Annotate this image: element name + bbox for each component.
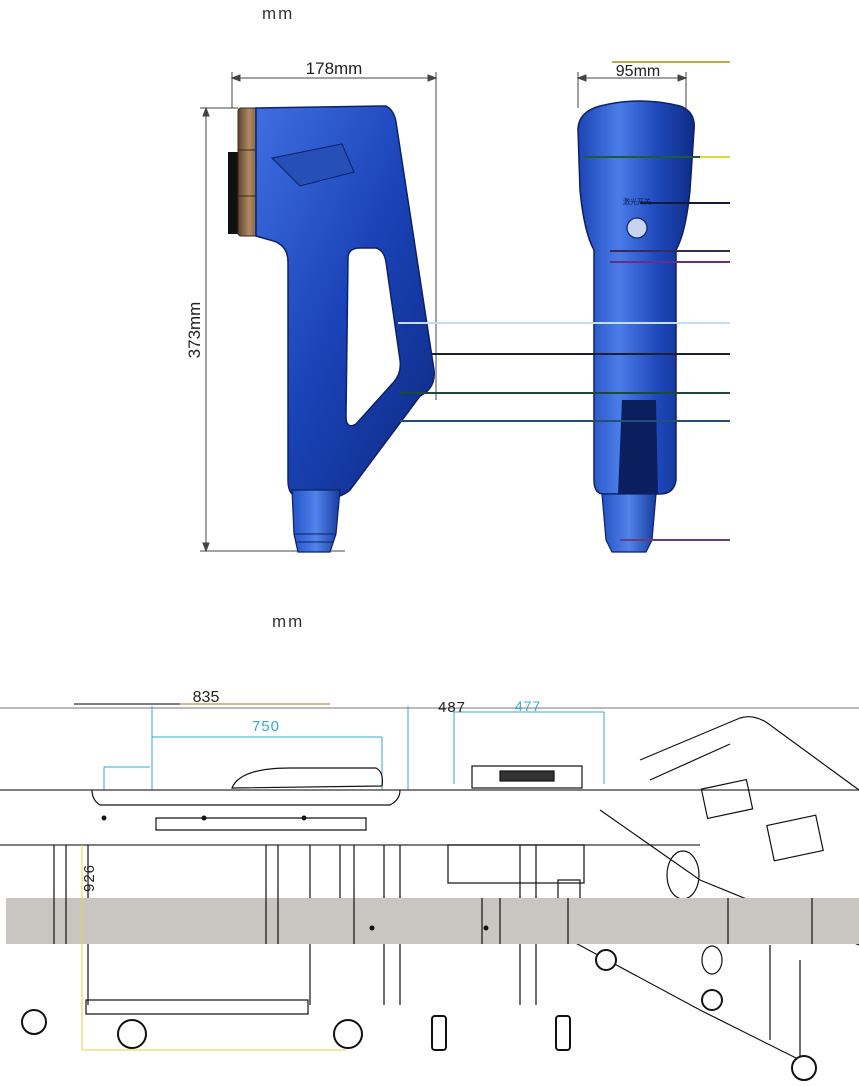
height-dimension-label: 373mm <box>185 302 204 359</box>
cart-drawing <box>0 703 859 1061</box>
front-dark-panel <box>618 400 658 494</box>
cart-overall-width-label: 487 <box>438 699 466 716</box>
depth-dimension <box>576 72 688 108</box>
laser-switch-button <box>626 217 648 239</box>
width-dimension <box>230 72 438 400</box>
grip-opening <box>345 247 402 427</box>
cart-body-length-label: 750 <box>252 718 280 735</box>
cart-overall-length-label: 835 <box>193 689 220 706</box>
cart-legs-over-band <box>53 898 813 944</box>
cart-unit-label: mm <box>272 612 305 631</box>
handpiece-front-view: 95mm 激光开关 <box>576 61 730 553</box>
cart-height-label: 926 <box>81 864 98 892</box>
grey-panel-band <box>6 898 859 944</box>
depth-dimension-label: 95mm <box>616 63 660 80</box>
top-window <box>270 143 355 187</box>
handpiece-side-view: 178mm 373mm <box>185 59 438 553</box>
cart-body-width-label: 477 <box>515 698 541 714</box>
band-dots <box>101 815 489 931</box>
handpiece-unit-label: mm <box>262 4 295 23</box>
cart-wheels <box>21 949 817 1081</box>
tip-nozzle-side <box>291 489 341 553</box>
laser-switch-label: 激光开关 <box>623 197 651 206</box>
callout-lines <box>398 156 730 541</box>
handpiece-body-front <box>577 100 695 495</box>
cart-height-dimension <box>81 845 346 1051</box>
width-dimension-label: 178mm <box>306 59 363 78</box>
tip-nozzle-front <box>601 493 657 553</box>
